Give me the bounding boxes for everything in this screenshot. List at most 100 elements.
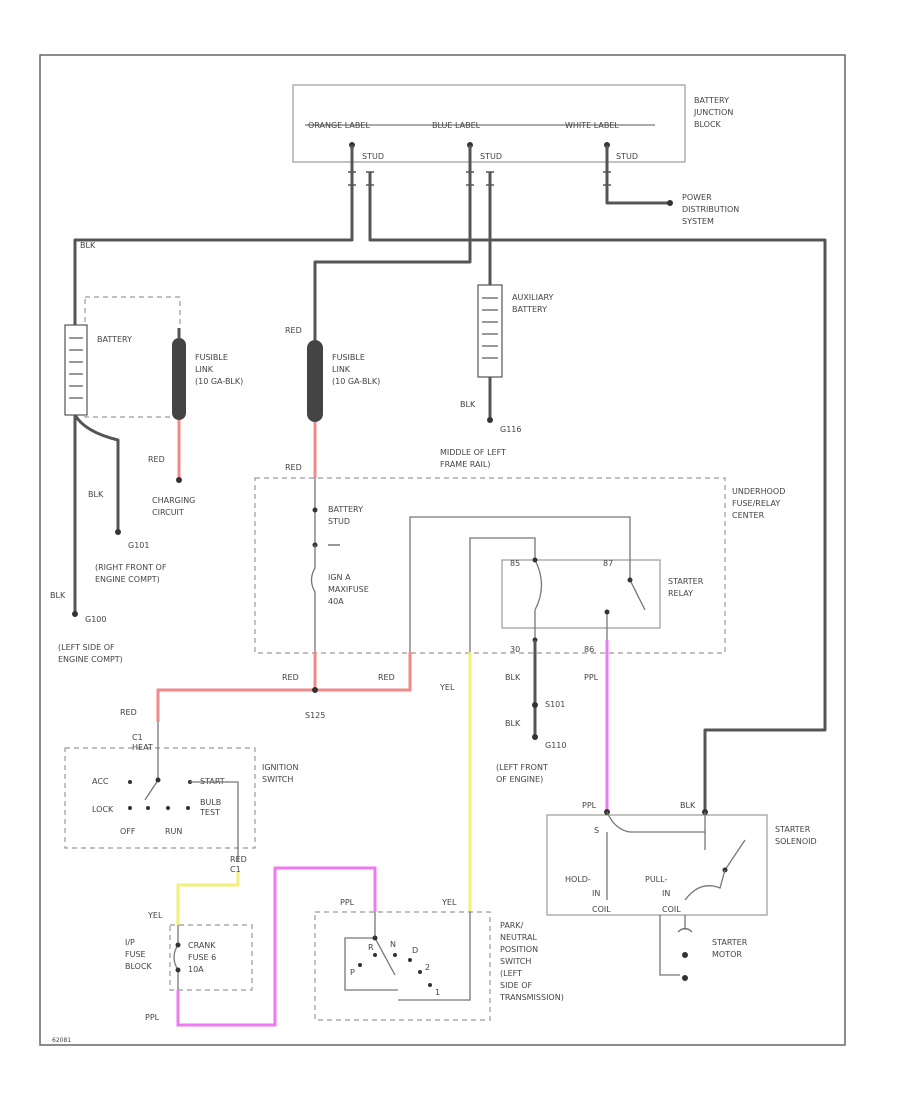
left-front-engine-1: OF ENGINE) [496,775,543,784]
hold-in-1: IN [592,889,600,898]
ign-a-0: IGN A [328,573,351,582]
ppl-4-label: PPL [340,898,355,907]
g101-label: G101 [128,541,149,550]
fusible-link-2 [307,340,323,422]
power-distribution-1: DISTRIBUTION [682,205,739,214]
pn-term-r: R [368,943,374,952]
pnp-3: SWITCH [500,957,531,966]
orange-label-text: ORANGE LABEL [308,121,370,130]
charging-circuit-1: CIRCUIT [152,508,184,517]
blk-4-label: BLK [680,801,696,810]
hold-in-0: HOLD- [565,875,591,884]
fusible-link-2-1: LINK [332,365,351,374]
red-4-label: RED [378,673,395,682]
fusible-link-1-0: FUSIBLE [195,353,228,362]
pnp-1: NEUTRAL [500,933,537,942]
off-label: OFF [120,827,136,836]
starter-relay [501,559,661,629]
g100-label: G100 [85,615,106,624]
red-c1-1: C1 [230,865,241,874]
relay-term-86: 86 [584,645,594,654]
left-front-engine-0: (LEFT FRONT [496,763,548,772]
red-1-label: RED [285,326,302,335]
yel-1-label: YEL [439,683,455,692]
bjb-label-0: BATTERY [694,96,729,105]
aux-battery-0: AUXILIARY [512,293,554,302]
red-c1-0: RED [230,855,247,864]
pn-term-n: N [390,940,396,949]
ignition-switch-0: IGNITION [262,763,298,772]
white-label-text: WHITE LABEL [565,121,619,130]
blk-2-label: BLK [505,673,521,682]
blk-3-label: BLK [505,719,521,728]
diagram-frame [39,54,846,1046]
ip-fuse-block-0: I/P [125,938,135,947]
left-side-engine-0: (LEFT SIDE OF [58,643,115,652]
g116-label: G116 [500,425,521,434]
underhood-1: FUSE/RELAY [732,499,780,508]
red-link-label: RED [148,455,165,464]
right-front-0: (RIGHT FRONT OF [95,563,167,572]
yel-3-label: YEL [441,898,457,907]
middle-frame-0: MIDDLE OF LEFT [440,448,506,457]
stud-1-label: STUD [362,152,384,161]
starter-relay-0: STARTER [668,577,704,586]
s101-label: S101 [545,700,565,709]
ppl-2-label: PPL [582,801,597,810]
battery-stud-0: BATTERY [328,505,363,514]
yel-2-label: YEL [147,911,163,920]
pull-in-2: COIL [662,905,681,914]
s-term-label: S [594,826,599,835]
pn-term-1: 1 [435,988,440,997]
middle-frame-1: FRAME RAIL) [440,460,490,469]
crank-fuse-2: 10A [188,965,204,974]
pn-term-2: 2 [425,963,430,972]
ign-text-1: HEAT [132,743,153,752]
starter-solenoid [546,814,768,916]
aux-battery-1: BATTERY [512,305,547,314]
fusible-link-2-0: FUSIBLE [332,353,365,362]
fusible-link-1-2: (10 GA-BLK) [195,377,243,386]
ign-a-2: 40A [328,597,344,606]
pull-in-1: IN [662,889,670,898]
pnp-0: PARK/ [500,921,524,930]
starter-solenoid-1: SOLENOID [775,837,817,846]
ip-fuse-block-2: BLOCK [125,962,153,971]
lock-label: LOCK [92,805,114,814]
blk-top-label: BLK [80,241,96,250]
ignition-switch [64,747,256,849]
acc-label: ACC [92,777,109,786]
blk-g100-label: BLK [50,591,66,600]
power-distribution-2: SYSTEM [682,217,714,226]
crank-fuse-1: FUSE 6 [188,953,216,962]
run-label: RUN [165,827,182,836]
stud-2-label: STUD [480,152,502,161]
fusible-link-2-2: (10 GA-BLK) [332,377,380,386]
red-3-label: RED [282,673,299,682]
pn-term-p: P [350,968,355,977]
starter-solenoid-0: STARTER [775,825,811,834]
fusible-link-1 [172,338,186,420]
ppl-3-label: PPL [145,1013,160,1022]
park-neutral-switch [314,911,491,1021]
bulb-test-1: TEST [199,808,220,817]
starter-motor-0: STARTER [712,938,748,947]
battery-dashed-box [84,296,181,418]
right-front-1: ENGINE COMPT) [95,575,160,584]
power-distribution-0: POWER [682,193,712,202]
blk-aux-label: BLK [460,400,476,409]
underhood-2: CENTER [732,511,765,520]
relay-term-30: 30 [510,645,520,654]
footer-id: 62081 [52,1037,71,1044]
battery-label: BATTERY [97,335,132,344]
red-2-label: RED [285,463,302,472]
auxiliary-battery-symbol [477,284,503,378]
underhood-fuse-relay-center [254,477,726,654]
battery-stud-1: STUD [328,517,350,526]
ppl-1-label: PPL [584,673,599,682]
fusible-link-1-1: LINK [195,365,214,374]
bulb-test-0: BULB [200,798,221,807]
crank-fuse-0: CRANK [188,941,216,950]
ignition-switch-1: SWITCH [262,775,293,784]
